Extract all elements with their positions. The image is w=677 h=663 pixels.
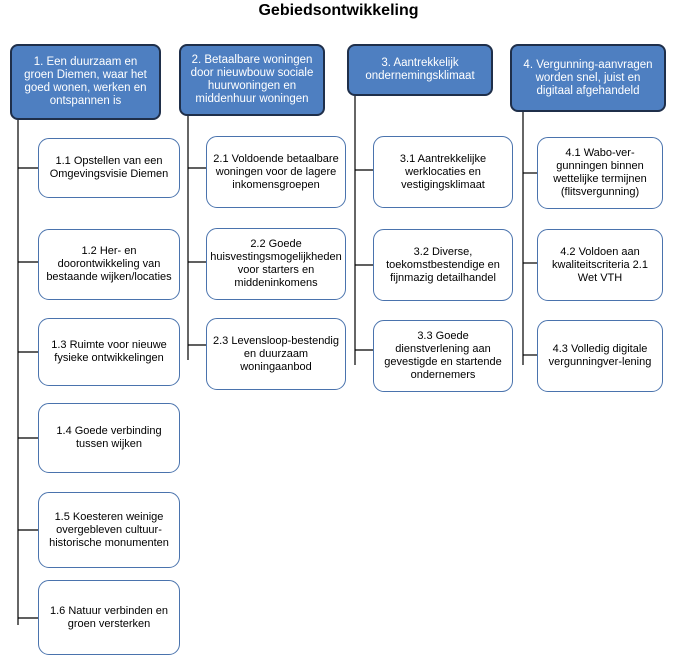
goal-item: 1.5 Koesteren weinige overgebleven cultu… — [38, 492, 180, 568]
column-3-heading: 3. Aantrekkelijk ondernemingsklimaat — [347, 44, 493, 96]
goal-item: 4.3 Volledig digitale vergunningver-leni… — [537, 320, 663, 392]
goal-item: 4.2 Voldoen aan kwaliteitscriteria 2.1 W… — [537, 229, 663, 301]
goal-item: 1.3 Ruimte voor nieuwe fysieke ontwikkel… — [38, 318, 180, 386]
column-1-heading: 1. Een duurzaam en groen Diemen, waar he… — [10, 44, 161, 120]
goal-item: 4.1 Wabo-ver-gunningen binnen wettelijke… — [537, 137, 663, 209]
column-4-heading: 4. Vergunning-aanvragen worden snel, jui… — [510, 44, 666, 112]
column-2-heading: 2. Betaalbare woningen door nieuwbouw so… — [179, 44, 325, 116]
goal-item: 3.3 Goede dienstverlening aan gevestigde… — [373, 320, 513, 392]
goal-item: 3.2 Diverse, toekomstbestendige en fijnm… — [373, 229, 513, 301]
goal-item: 2.1 Voldoende betaalbare woningen voor d… — [206, 136, 346, 208]
goal-item: 1.1 Opstellen van een Omgevingsvisie Die… — [38, 138, 180, 198]
goal-item: 3.1 Aantrekkelijke werklocaties en vesti… — [373, 136, 513, 208]
goal-item: 2.2 Goede huisvestingsmogelijkheden voor… — [206, 228, 346, 300]
goal-item: 2.3 Levensloop-bestendig en duurzaam won… — [206, 318, 346, 390]
goal-item: 1.4 Goede verbinding tussen wijken — [38, 403, 180, 473]
goal-item: 1.2 Her- en doorontwikkeling van bestaan… — [38, 229, 180, 300]
goal-item: 1.6 Natuur verbinden en groen versterken — [38, 580, 180, 655]
chart-title: Gebiedsontwikkeling — [258, 2, 419, 19]
